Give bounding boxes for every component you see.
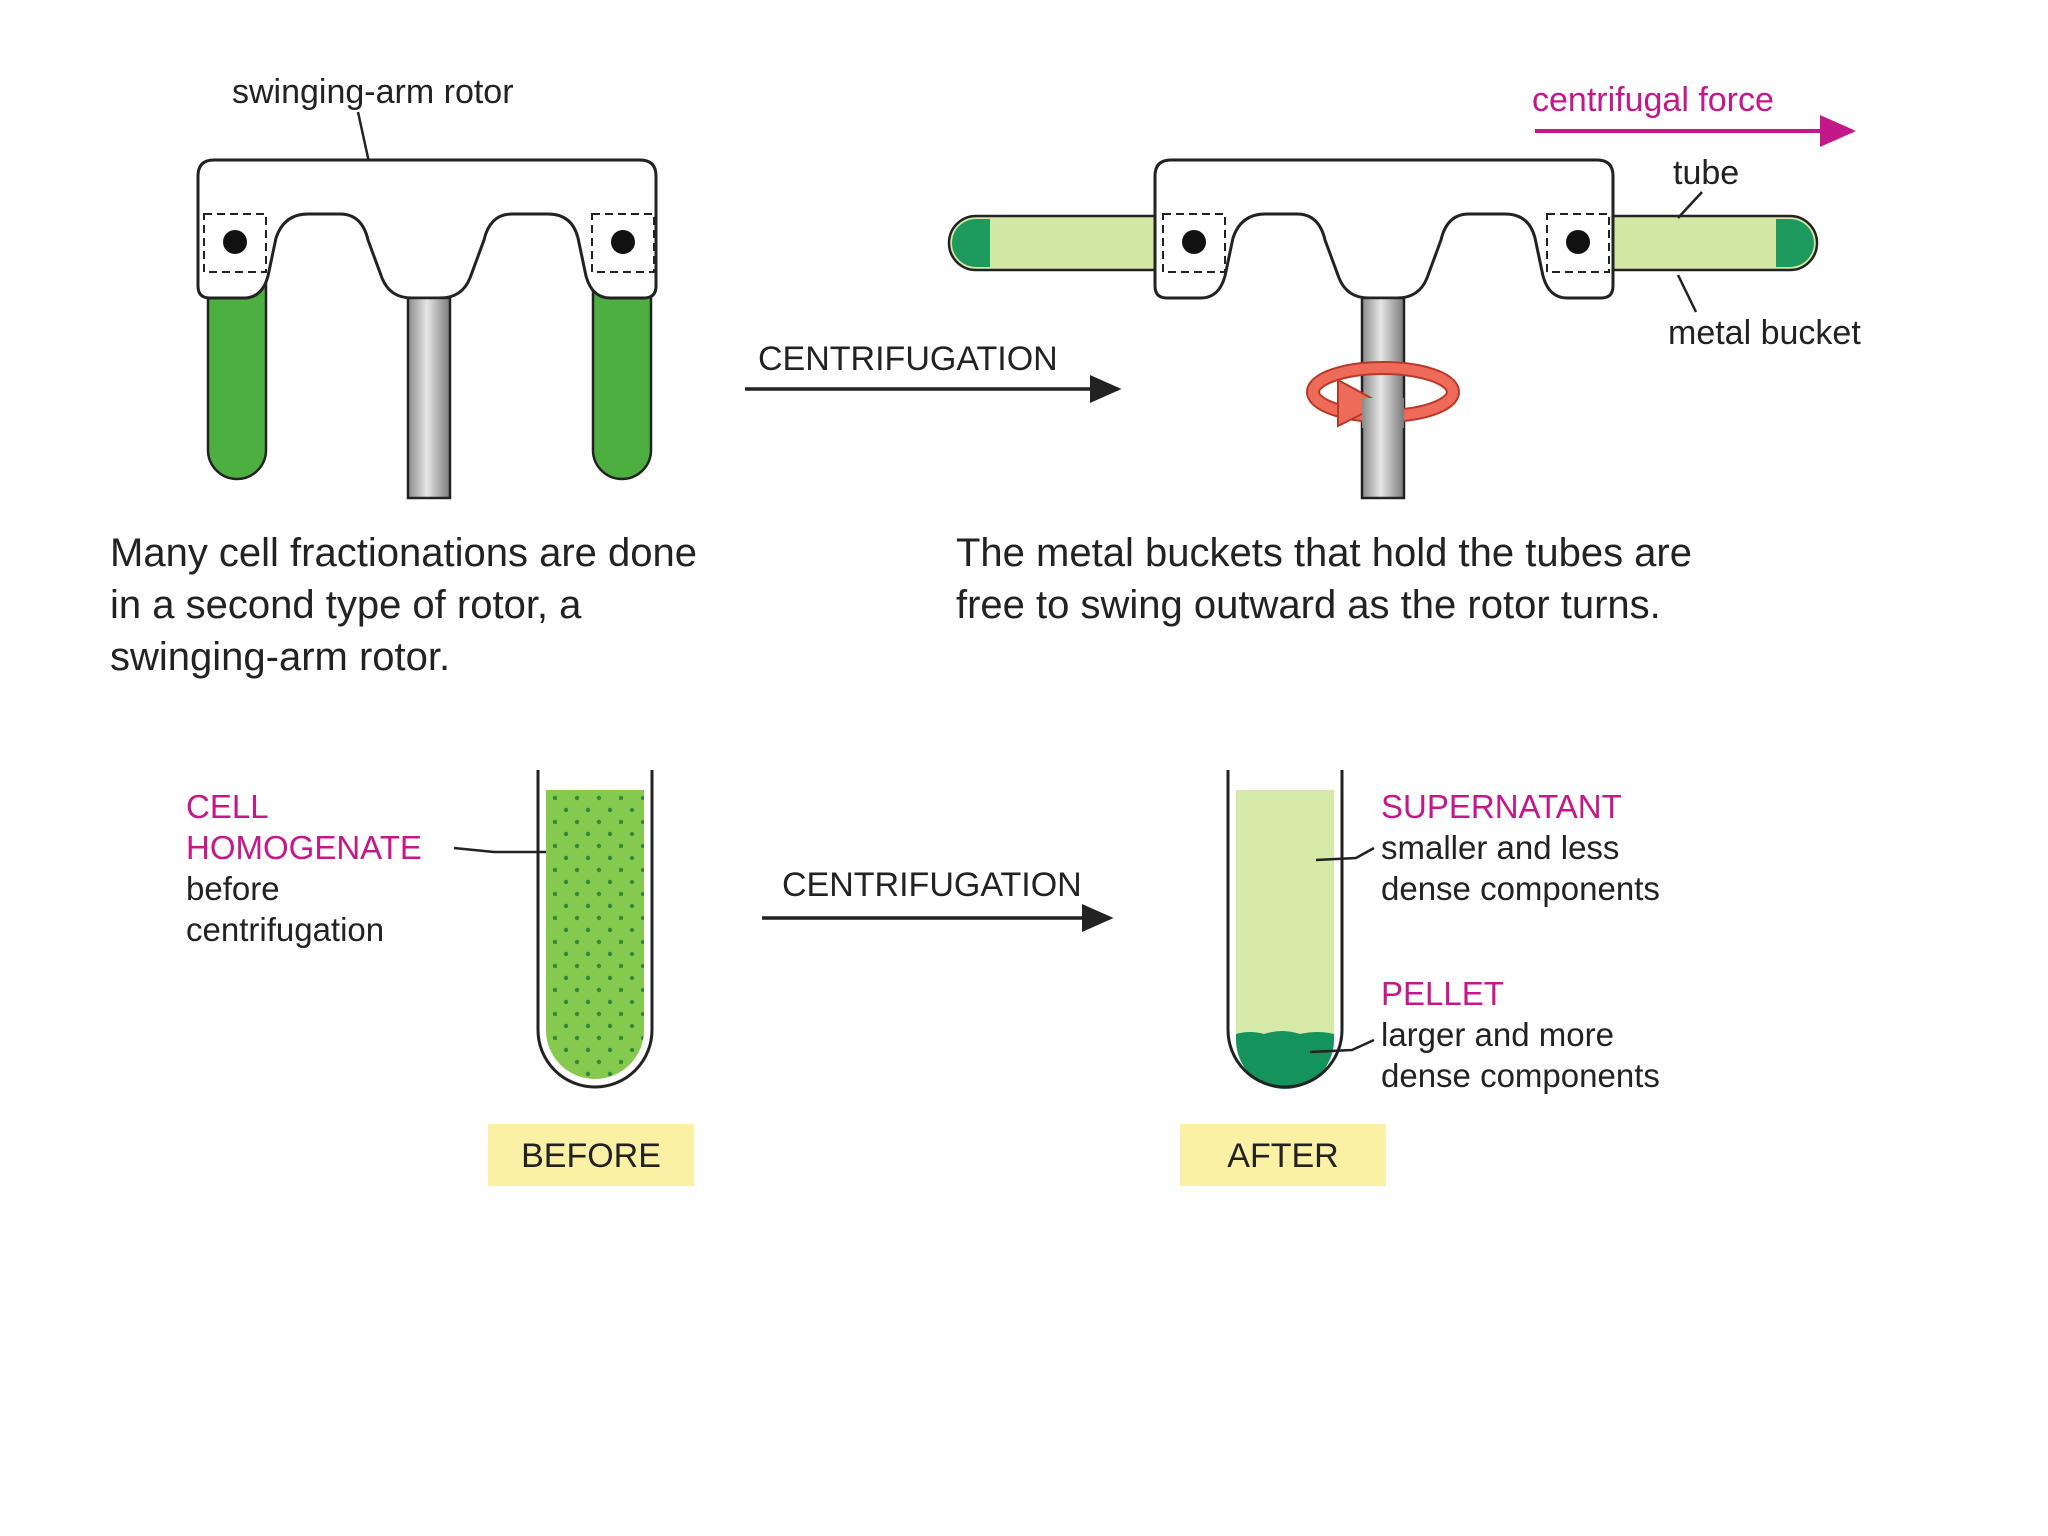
tube-label-leader bbox=[1677, 191, 1703, 219]
before-panel: CELL HOMOGENATE before centrifugation BE… bbox=[186, 770, 694, 1186]
pellet-description: larger and more dense components bbox=[1381, 1016, 1660, 1094]
homogenate-leader bbox=[453, 846, 562, 854]
right-tube bbox=[591, 266, 653, 481]
centrifugation-label-bottom: CENTRIFUGATION bbox=[782, 866, 1082, 904]
right-pivot-pin bbox=[611, 230, 635, 254]
right-bucket-end bbox=[1776, 219, 1814, 267]
left-bucket-end bbox=[952, 219, 990, 267]
supernatant-description: smaller and less dense components bbox=[1381, 829, 1660, 907]
rotor-shaft bbox=[406, 296, 452, 500]
centrifugation-arrow-bottom: CENTRIFUGATION bbox=[762, 866, 1114, 932]
rotor-spinning: centrifugal force tube metal bucket The … bbox=[947, 81, 1861, 627]
metal-bucket-label: metal bucket bbox=[1668, 314, 1861, 352]
before-tube bbox=[536, 770, 654, 1089]
spinning-rotor-body bbox=[1153, 158, 1615, 300]
before-homogenate bbox=[546, 790, 644, 1079]
spinning-right-pivot-box bbox=[1546, 213, 1610, 273]
supernatant-leader bbox=[1315, 846, 1375, 862]
tube-label: tube bbox=[1673, 154, 1739, 192]
rotor-at-rest: swinging-arm rotor Many cell fractionati… bbox=[110, 73, 708, 679]
cell-homogenate-title: CELL HOMOGENATE bbox=[186, 788, 422, 866]
right-pivot-box bbox=[591, 213, 655, 273]
rotor-body bbox=[196, 158, 658, 300]
right-bucket bbox=[1596, 214, 1819, 272]
rotation-arrow-icon bbox=[1306, 361, 1460, 428]
after-supernatant bbox=[1236, 790, 1334, 1079]
rest-caption: Many cell fractionations are done in a s… bbox=[110, 531, 708, 679]
pellet-title: PELLET bbox=[1381, 975, 1504, 1012]
left-bucket bbox=[947, 214, 1162, 272]
rotor-label: swinging-arm rotor bbox=[232, 73, 514, 111]
centrifugation-label-top: CENTRIFUGATION bbox=[758, 340, 1058, 378]
before-description: before centrifugation bbox=[186, 870, 384, 948]
centrifugation-arrow-top: CENTRIFUGATION bbox=[745, 340, 1122, 403]
before-badge: BEFORE bbox=[521, 1137, 661, 1175]
after-badge: AFTER bbox=[1227, 1137, 1338, 1175]
spinning-right-pivot-pin bbox=[1566, 230, 1590, 254]
metal-bucket-leader bbox=[1676, 274, 1698, 313]
left-pivot-box bbox=[203, 213, 267, 273]
after-badge-bg bbox=[1180, 1124, 1386, 1186]
left-tube bbox=[206, 266, 268, 481]
before-badge-bg bbox=[488, 1124, 694, 1186]
centrifugal-force-label: centrifugal force bbox=[1532, 81, 1774, 119]
spinning-caption: The metal buckets that hold the tubes ar… bbox=[956, 531, 1703, 627]
pellet-leader bbox=[1309, 1038, 1375, 1054]
spinning-left-pivot-box bbox=[1162, 213, 1226, 273]
left-pivot-pin bbox=[223, 230, 247, 254]
after-panel: SUPERNATANT smaller and less dense compo… bbox=[1180, 770, 1660, 1186]
after-pellet bbox=[1236, 1031, 1334, 1089]
spinning-left-pivot-pin bbox=[1182, 230, 1206, 254]
supernatant-title: SUPERNATANT bbox=[1381, 788, 1622, 825]
